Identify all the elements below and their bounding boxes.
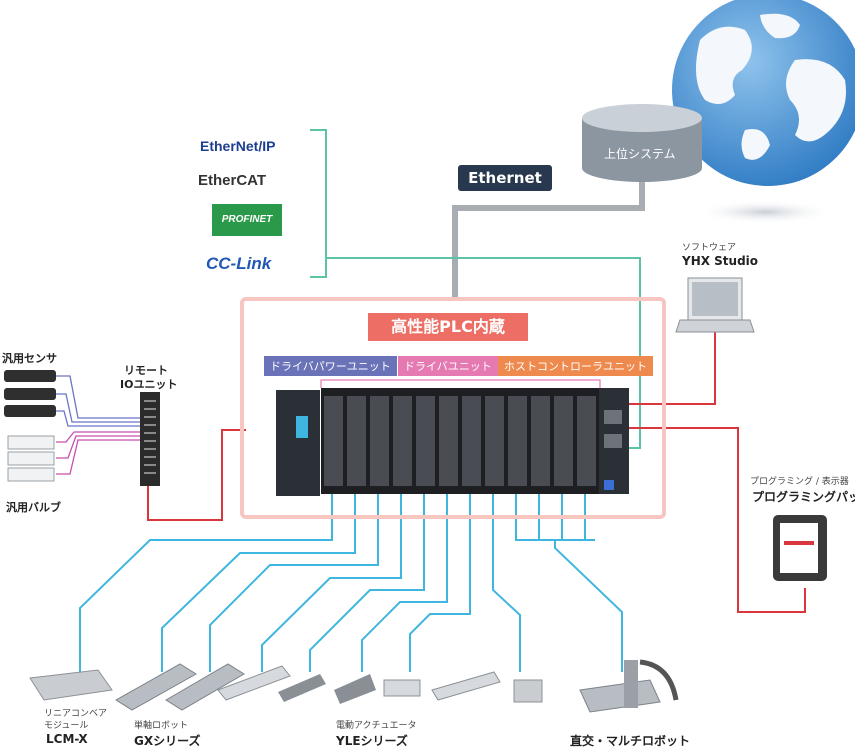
yle-caption: 電動アクチュエータ [336,721,417,731]
driver-bracket [320,379,601,388]
cc-link-logo: CC-Link [206,254,272,273]
remote-io-label-2: IOユニット [120,378,178,391]
profinet-logo: PROFINET [212,204,282,236]
sensor-icons [4,370,56,417]
software-caption: ソフトウェア [682,243,737,253]
pendant-name: プログラミングパッド [752,490,855,504]
gx-name: GXシリーズ [134,734,201,748]
host-system-icon [582,104,702,182]
driver-power-unit-tag: ドライバパワーユニット [264,356,397,376]
laptop-icon [675,277,755,333]
globe-icon [672,0,855,224]
pendant-icon [773,515,827,581]
product-icons [29,659,679,713]
pendant-line [612,427,806,613]
plc-title: 高性能PLC内蔵 [368,313,528,341]
multi-robot-name: 直交・マルチロボット [570,734,691,748]
valve-label: 汎用バルブ [6,501,61,514]
host-controller-unit-tag: ホストコントローラユニット [498,356,653,376]
pendant-caption: プログラミング / 表示器 [750,477,849,487]
host-system-label: 上位システム [604,147,676,161]
yle-name: YLEシリーズ [336,734,408,748]
fieldbus-bracket [310,129,327,278]
remote-io-icon [140,392,160,486]
controller-rack [276,388,629,496]
lcm-caption-2: モジュール [44,721,89,731]
remote-io-label-1: リモート [124,364,168,377]
lcm-name: LCM-X [46,732,88,746]
gx-caption: 単軸ロボット [134,721,189,731]
driver-unit-tag: ドライバユニット [398,356,498,376]
ethernet-tag: Ethernet [458,165,552,191]
software-name: YHX Studio [682,254,759,268]
valve-icons [7,435,55,482]
ethernet-ip-logo: EtherNet/IP [200,138,276,154]
ethernet-line [452,182,645,300]
pc-line [614,332,716,405]
lcm-caption-1: リニアコンベア [44,709,108,719]
ethercat-logo: EtherCAT [198,172,267,189]
io-wires [56,375,140,475]
remote-io-line [147,429,246,521]
sensor-label: 汎用センサ [2,352,57,365]
plc-frame [240,297,666,519]
